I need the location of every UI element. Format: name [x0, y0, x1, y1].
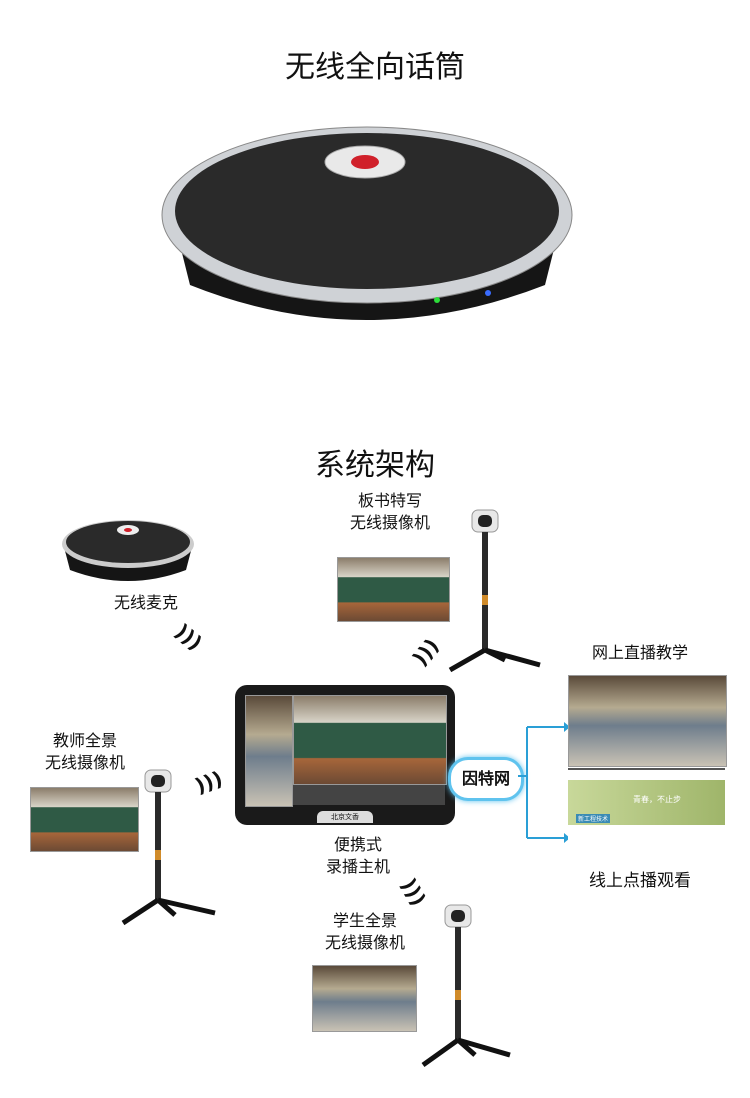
board-camera-tripod: [448, 509, 541, 673]
student-camera-photo: [312, 965, 417, 1032]
host-brand: 北京文香: [317, 811, 373, 823]
web-banner-text: 青春，不止步: [633, 795, 681, 804]
live-teaching-label: 网上直播教学: [591, 643, 688, 662]
host-label: 便携式录播主机: [278, 834, 438, 878]
teacher-camera-tripod: [121, 769, 216, 926]
board-camera-label-line1: 板书特写: [357, 491, 422, 510]
board-camera-label-line2: 无线摄像机: [349, 513, 430, 532]
teacher-camera-label-line1: 教师全景: [52, 731, 117, 750]
section-title: 系统架构: [315, 448, 435, 483]
teacher-camera-photo: [30, 787, 139, 852]
live-classroom-photo: [568, 675, 727, 767]
host-control-bar: [293, 785, 445, 805]
signal-waves-icon: ))): [407, 633, 444, 671]
host-label-line1: 便携式: [333, 835, 382, 854]
vod-webpage-screenshot: 青春，不止步 新工程技术: [568, 768, 725, 862]
teacher-camera-label-line2: 无线摄像机: [44, 753, 125, 772]
signal-waves-icon: ))): [170, 618, 207, 656]
internet-cloud: 因特网: [448, 757, 524, 801]
recording-host-image: 北京文香: [235, 685, 455, 825]
mic-label: 无线麦克: [113, 593, 178, 612]
small-microphone-image: [62, 520, 194, 581]
teacher-camera-label: 教师全景无线摄像机: [5, 730, 165, 774]
student-camera-label: 学生全景无线摄像机: [285, 910, 445, 954]
page-title: 无线全向话筒: [285, 50, 465, 85]
host-label-line2: 录播主机: [325, 857, 390, 876]
host-thumbnail-column: [245, 695, 293, 807]
web-banner: 青春，不止步 新工程技术: [568, 780, 725, 825]
host-main-video: [293, 695, 447, 785]
board-camera-label: 板书特写无线摄像机: [310, 490, 470, 534]
student-camera-label-line2: 无线摄像机: [324, 933, 405, 952]
web-tag: 新工程技术: [576, 814, 611, 823]
vod-label: 线上点播观看: [589, 871, 691, 891]
student-camera-tripod: [421, 904, 511, 1068]
wireless-microphone-image: [161, 126, 573, 320]
student-camera-label-line1: 学生全景: [332, 911, 397, 930]
board-camera-photo: [337, 557, 450, 622]
distribution-arrows: [518, 722, 570, 843]
